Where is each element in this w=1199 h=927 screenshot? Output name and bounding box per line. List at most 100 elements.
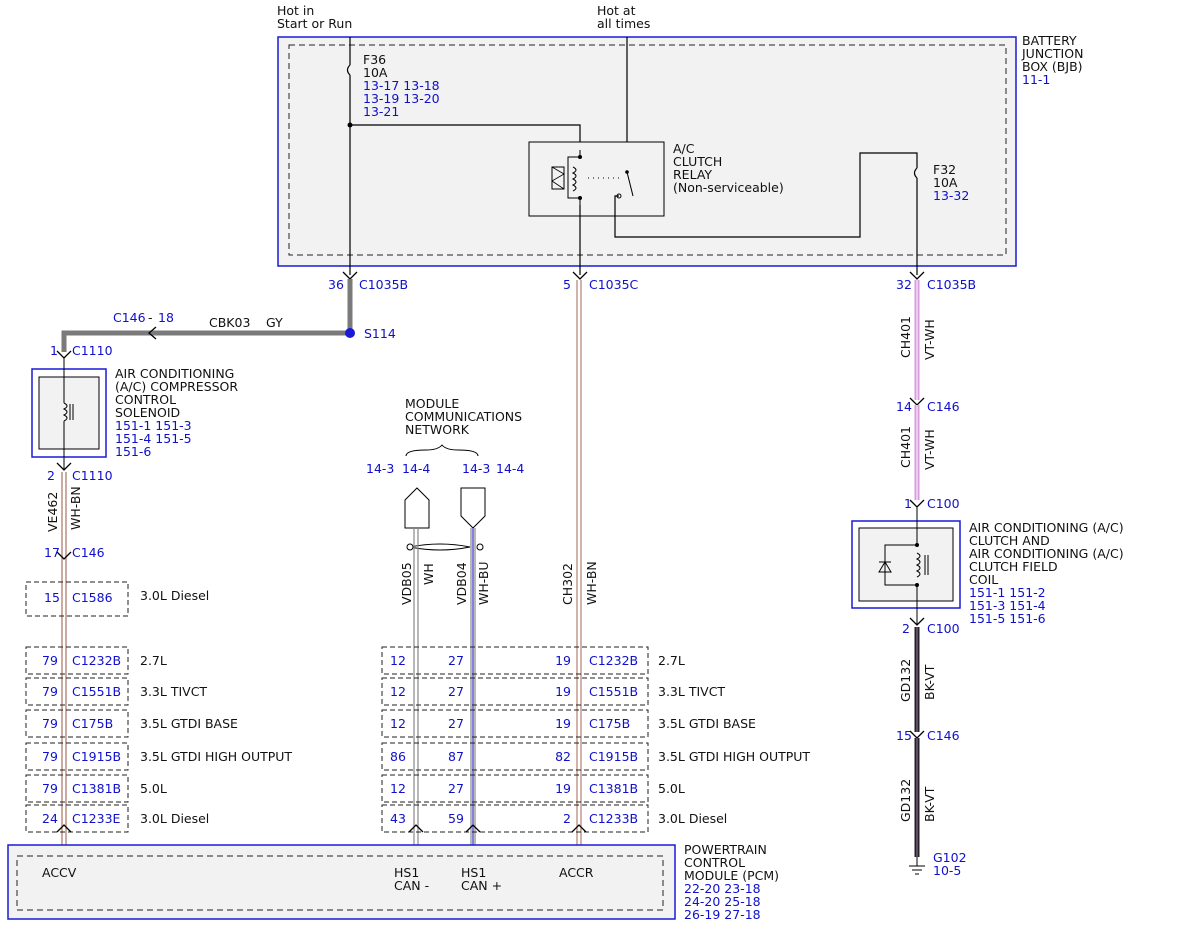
coil-title: CLUTCH FIELD [969,559,1058,574]
network-ref[interactable]: 14-3 [462,461,490,476]
connector-name[interactable]: C1035B [359,277,408,292]
pcm-ref[interactable]: 22-20 23-18 [684,881,761,896]
connector-name[interactable]: C1035B [927,277,976,292]
engine-label: 3.5L GTDI BASE [658,716,756,731]
connector-name[interactable]: C1551B [589,684,638,699]
splice-name[interactable]: S114 [364,326,396,341]
bjb-title-line: BATTERY [1022,33,1077,48]
engine-label: 3.0L Diesel [140,588,209,603]
f36-rating: 10A [363,65,388,80]
connector-name[interactable]: C1110 [72,468,113,483]
wire-ch302[interactable]: CH302 WH-BN [560,280,599,850]
f36-ref[interactable]: 13-19 13-20 [363,91,440,106]
connector-name[interactable]: C100 [927,621,960,636]
pin-number: 79 [42,749,58,764]
pcm-pin-hs1-plus: HS1 [461,865,486,880]
wire-ch401-lower[interactable]: CH401 VT-WH [898,405,937,500]
connector-name[interactable]: C175B [72,716,113,731]
pin-number: 87 [448,749,464,764]
circuit-label: CH401 [898,316,913,358]
pcm-pin-hs1-minus: HS1 [394,865,419,880]
pcm-pin-hs1-minus: CAN - [394,878,429,893]
ground-name[interactable]: G102 [933,850,967,865]
solenoid-title: CONTROL [115,392,176,407]
connector-name[interactable]: C1233B [589,811,638,826]
pin-number: 19 [555,781,571,796]
ground-ref[interactable]: 10-5 [933,863,961,878]
connector-name[interactable]: C1232B [589,653,638,668]
connector-name[interactable]: C1586 [72,590,113,605]
connector-name[interactable]: C1110 [72,343,113,358]
network-arrow-left[interactable] [404,487,430,529]
connector-name[interactable]: C1035C [589,277,639,292]
solenoid-title: SOLENOID [115,405,180,420]
f36-ref[interactable]: 13-17 13-18 [363,78,440,93]
coil-ref[interactable]: 151-5 151-6 [969,611,1046,626]
connector-c146-15: 15 C146 [896,728,960,743]
wire-gd132-lower[interactable]: GD132 BK-VT [898,738,937,857]
solenoid-ref[interactable]: 151-4 151-5 [115,431,192,446]
compressor-solenoid: 1 C1110 AIR CONDITIONING (A/C) COMPRESSO… [31,343,238,483]
pin-number: 5 [563,277,571,292]
wire-cbk03[interactable]: S114 C146 - 18 CBK03 GY [61,279,396,352]
circuit-label: GD132 [898,659,913,702]
circuit-label: GD132 [898,779,913,822]
pin-number: 19 [555,716,571,731]
wire-gd132-upper[interactable]: GD132 BK-VT [898,627,937,732]
pcm-pin-accv: ACCV [42,865,77,880]
wire-color-label: VT-WH [922,319,937,360]
connector-name[interactable]: C1232B [72,653,121,668]
connector-name[interactable]: C146 [927,728,960,743]
connector-name[interactable]: C1551B [72,684,121,699]
connector-name[interactable]: C1915B [589,749,638,764]
f36-name: F36 [363,52,386,67]
wire-vdb05[interactable]: VDB05 WH [399,528,436,850]
connector-name[interactable]: C175B [589,716,630,731]
connector-c146-14: 14 C146 [896,397,960,414]
connector-name[interactable]: C1381B [72,781,121,796]
circuit-label: VDB04 [454,562,469,605]
connector-name[interactable]: C1915B [72,749,121,764]
connector-name[interactable]: C146 [72,545,105,560]
engine-label: 3.0L Diesel [140,811,209,826]
engine-label: 5.0L [140,781,167,796]
hot-in-label: Hot in [277,3,314,18]
pcm-module: ACCV HS1 CAN - HS1 CAN + ACCR POWERTRAIN… [7,824,779,922]
pin-number: 27 [448,781,464,796]
pcm-title: MODULE (PCM) [684,868,779,883]
circuit-label: VE462 [45,492,60,532]
f32-ref[interactable]: 13-32 [933,188,969,203]
coil-ref[interactable]: 151-3 151-4 [969,598,1046,613]
connector-name[interactable]: C146 [113,310,146,325]
fuse-f36-icon [346,64,351,76]
network-ref[interactable]: 14-4 [496,461,524,476]
network-arrow-right[interactable] [460,487,486,529]
pcm-pin-hs1-plus: CAN + [461,878,502,893]
splice-s114[interactable] [345,328,355,338]
f36-ref[interactable]: 13-21 [363,104,399,119]
wire-ch401-upper[interactable]: CH401 VT-WH [898,280,937,400]
solenoid-ref[interactable]: 151-1 151-3 [115,418,192,433]
pin-number: 19 [555,684,571,699]
pcm-ref[interactable]: 24-20 25-18 [684,894,761,909]
f32-rating: 10A [933,175,958,190]
connector-name[interactable]: C146 [927,399,960,414]
solenoid-ref[interactable]: 151-6 [115,444,151,459]
pin-number: 15 [44,590,60,605]
pin-number: 12 [390,716,406,731]
connector-name[interactable]: C1233E [72,811,121,826]
wire-vdb04[interactable]: VDB04 WH-BU [454,528,491,850]
bjb-ref[interactable]: 11-1 [1022,72,1050,87]
network-ref[interactable]: 14-3 [366,461,394,476]
coil-ref[interactable]: 151-1 151-2 [969,585,1046,600]
wire-ve462[interactable]: VE462 WH-BN 17 C146 [44,472,105,850]
wire-color-label: WH-BU [476,561,491,605]
engine-label: 3.5L GTDI HIGH OUTPUT [658,749,810,764]
connector-name[interactable]: C100 [927,496,960,511]
pcm-ref[interactable]: 26-19 27-18 [684,907,761,922]
network-ref[interactable]: 14-4 [402,461,430,476]
connector-name[interactable]: C1381B [589,781,638,796]
